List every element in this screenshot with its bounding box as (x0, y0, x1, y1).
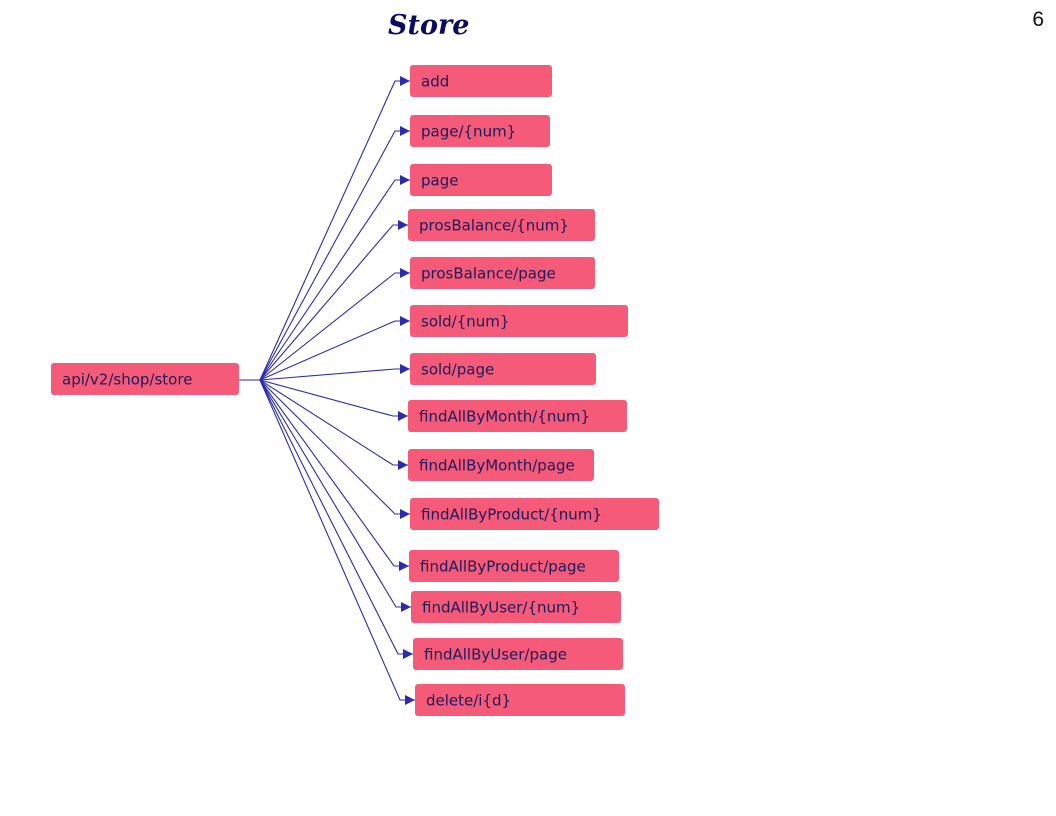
endpoint-node-10-label: findAllByProduct/page (420, 558, 586, 576)
edge-13 (259, 379, 415, 705)
endpoint-node-11-box (411, 591, 621, 623)
endpoint-node-9-box (410, 498, 659, 530)
endpoint-node-7-label: findAllByMonth/{num} (419, 408, 590, 426)
endpoint-node-13: delete/i{d} (415, 684, 625, 716)
endpoint-node-0: add (410, 65, 552, 97)
endpoint-node-1: page/{num} (410, 115, 550, 147)
endpoint-node-6: sold/page (410, 353, 596, 385)
root-node-box (51, 363, 239, 395)
edge-7 (259, 379, 408, 421)
endpoint-node-12-box (413, 638, 623, 670)
endpoint-node-5: sold/{num} (410, 305, 628, 337)
endpoint-node-12-label: findAllByUser/page (424, 646, 567, 664)
endpoint-node-8-box (408, 449, 594, 481)
page-number: 6 (1032, 8, 1044, 31)
endpoint-node-8: findAllByMonth/page (408, 449, 594, 481)
endpoint-node-3-box (408, 209, 595, 241)
endpoint-node-0-box (410, 65, 552, 97)
edges-group (239, 76, 415, 705)
edge-2 (259, 175, 410, 381)
endpoint-node-1-label: page/{num} (421, 123, 516, 141)
edge-3 (259, 220, 408, 381)
edge-9 (259, 379, 410, 519)
endpoint-node-6-label: sold/page (421, 361, 494, 379)
endpoint-node-3-label: prosBalance/{num} (419, 217, 569, 235)
endpoint-node-6-box (410, 353, 596, 385)
endpoint-node-9-label: findAllByProduct/{num} (421, 506, 602, 524)
edge-8 (259, 379, 408, 470)
edge-12 (259, 379, 413, 659)
edge-0 (259, 76, 410, 381)
endpoint-node-3: prosBalance/{num} (408, 209, 595, 241)
endpoint-node-11: findAllByUser/{num} (411, 591, 621, 623)
endpoint-node-13-box (415, 684, 625, 716)
edge-4 (259, 268, 410, 381)
endpoint-node-4-box (410, 257, 595, 289)
edge-1 (259, 126, 410, 381)
endpoint-node-10-box (409, 550, 619, 582)
endpoint-node-9: findAllByProduct/{num} (410, 498, 659, 530)
root-node: api/v2/shop/store (51, 363, 239, 395)
endpoint-node-8-label: findAllByMonth/page (419, 457, 575, 475)
endpoint-node-5-label: sold/{num} (421, 313, 509, 331)
endpoint-node-11-label: findAllByUser/{num} (422, 599, 580, 617)
endpoint-node-4: prosBalance/page (410, 257, 595, 289)
edge-11 (259, 379, 411, 612)
edge-5 (259, 316, 410, 381)
endpoint-node-13-label: delete/i{d} (426, 692, 511, 710)
endpoint-node-7-box (408, 400, 627, 432)
edge-6 (259, 364, 410, 381)
endpoint-node-2: page (410, 164, 552, 196)
page-title: Store (388, 10, 470, 41)
root-node-label: api/v2/shop/store (62, 371, 192, 389)
endpoint-node-1-box (410, 115, 550, 147)
endpoint-node-10: findAllByProduct/page (409, 550, 619, 582)
edge-10 (259, 379, 409, 571)
endpoint-node-2-label: page (421, 172, 458, 190)
nodes-group: add page/{num} page prosBalance/{num} prosBa… (51, 65, 659, 716)
endpoint-node-7: findAllByMonth/{num} (408, 400, 627, 432)
endpoint-node-4-label: prosBalance/page (421, 265, 556, 283)
endpoint-node-5-box (410, 305, 628, 337)
endpoint-node-2-box (410, 164, 552, 196)
endpoint-node-0-label: add (421, 73, 449, 91)
endpoint-node-12: findAllByUser/page (413, 638, 623, 670)
